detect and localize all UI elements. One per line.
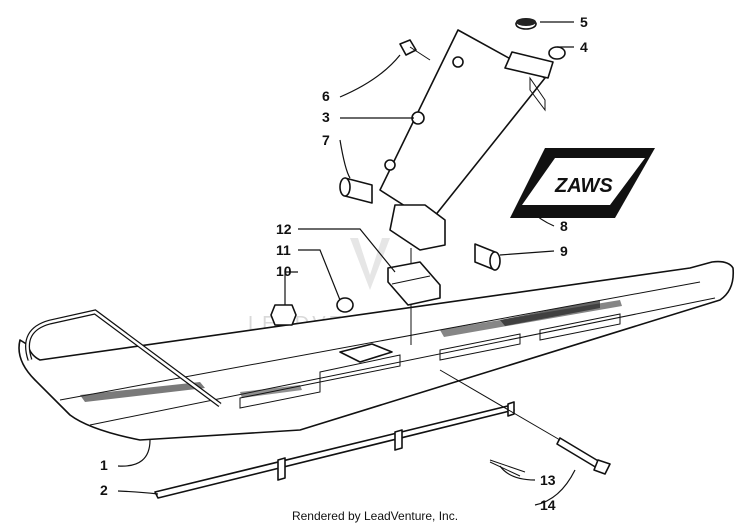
callout-1: 1 (100, 457, 108, 473)
callout-6: 6 (322, 88, 330, 104)
bushing-left (339, 177, 373, 204)
decal-text: ZAWS (554, 175, 613, 197)
cotter-pin (489, 459, 526, 477)
callouts: 1 2 3 4 5 6 7 8 9 10 11 12 13 14 (100, 14, 588, 513)
callout-7: 7 (322, 132, 330, 148)
callout-9: 9 (560, 243, 568, 259)
bushing-right (474, 243, 501, 271)
callout-13: 13 (540, 472, 556, 488)
callout-10: 10 (276, 263, 292, 279)
wear-bar (154, 401, 515, 499)
ski-body (18, 260, 735, 441)
footer-credit: Rendered by LeadVenture, Inc. (291, 509, 459, 523)
callout-8: 8 (560, 218, 568, 234)
callout-3: 3 (322, 109, 330, 125)
callout-5: 5 (580, 14, 588, 30)
bolt-lower (439, 369, 611, 475)
callout-4: 4 (580, 39, 588, 55)
decal: ZAWS (510, 148, 655, 218)
callout-11: 11 (276, 242, 291, 258)
leader-lines (117, 21, 576, 506)
spindle (379, 29, 554, 345)
callout-14: 14 (540, 497, 556, 513)
callout-12: 12 (276, 221, 292, 237)
lock-nut (270, 304, 297, 326)
ski-handle-loop (25, 309, 222, 408)
bolt-upper (399, 39, 431, 61)
callout-2: 2 (100, 482, 108, 498)
saddle-block (387, 261, 441, 306)
nut (336, 297, 354, 313)
cap (515, 18, 537, 30)
washer (548, 46, 566, 60)
